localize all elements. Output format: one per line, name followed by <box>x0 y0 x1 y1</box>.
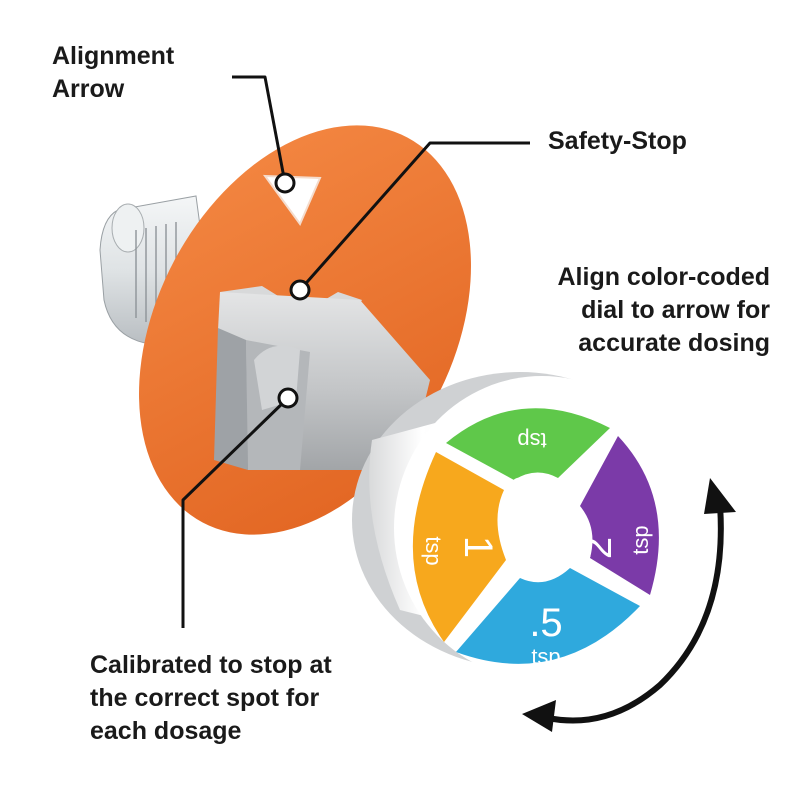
leader-dot-safety-stop <box>289 279 311 301</box>
leader-line-safety-stop <box>298 141 530 291</box>
callout-safety-stop: Safety-Stop <box>548 125 687 158</box>
dial-label-unit: tsp <box>421 536 446 565</box>
callout-alignment-arrow: Alignment Arrow <box>52 40 174 106</box>
plunger-shaft <box>214 292 430 470</box>
dial-label-value: 2 <box>576 537 620 559</box>
dial-label-value: 1 <box>456 536 500 558</box>
dial-center-hub <box>522 513 562 557</box>
callout-line: the correct spot for <box>90 684 320 712</box>
dial-segment-2 <box>580 436 659 595</box>
color-coded-dial: tsp 1.5 2 tsp .5 tsp 1 tsp <box>412 408 659 669</box>
callout-line: each dosage <box>90 717 242 745</box>
dial-label-unit: tsp <box>517 428 546 453</box>
dial-label-unit: tsp <box>531 644 560 669</box>
callout-line: Align color-coded <box>557 263 771 291</box>
leader-dot-alignment-arrow <box>274 172 296 194</box>
callout-line: Arrow <box>52 75 125 103</box>
rotate-arrows-icon <box>522 478 736 732</box>
callout-line: Alignment <box>52 42 175 70</box>
leader-line-calibrated <box>181 396 290 628</box>
callout-line: Safety-Stop <box>548 127 687 155</box>
callout-calibrated: Calibrated to stop at the correct spot f… <box>90 649 332 748</box>
callout-line: dial to arrow for <box>581 296 770 324</box>
dial-label-value: 1.5 <box>509 469 565 513</box>
dial-label-value: .5 <box>529 601 562 645</box>
leader-line-alignment-arrow <box>232 75 287 184</box>
callout-line: Calibrated to stop at <box>90 651 332 679</box>
callout-align-dial: Align color-coded dial to arrow for accu… <box>558 261 771 360</box>
leader-dot-calibrated <box>277 387 299 409</box>
dial-label-unit: tsp <box>628 525 653 554</box>
dial-segment-0-5 <box>456 568 640 664</box>
leader-lines <box>181 75 530 628</box>
dial-segment-1-5 <box>446 408 610 480</box>
leader-endpoints <box>274 172 311 409</box>
callout-line: accurate dosing <box>578 329 770 357</box>
dial-segment-1 <box>412 452 506 642</box>
